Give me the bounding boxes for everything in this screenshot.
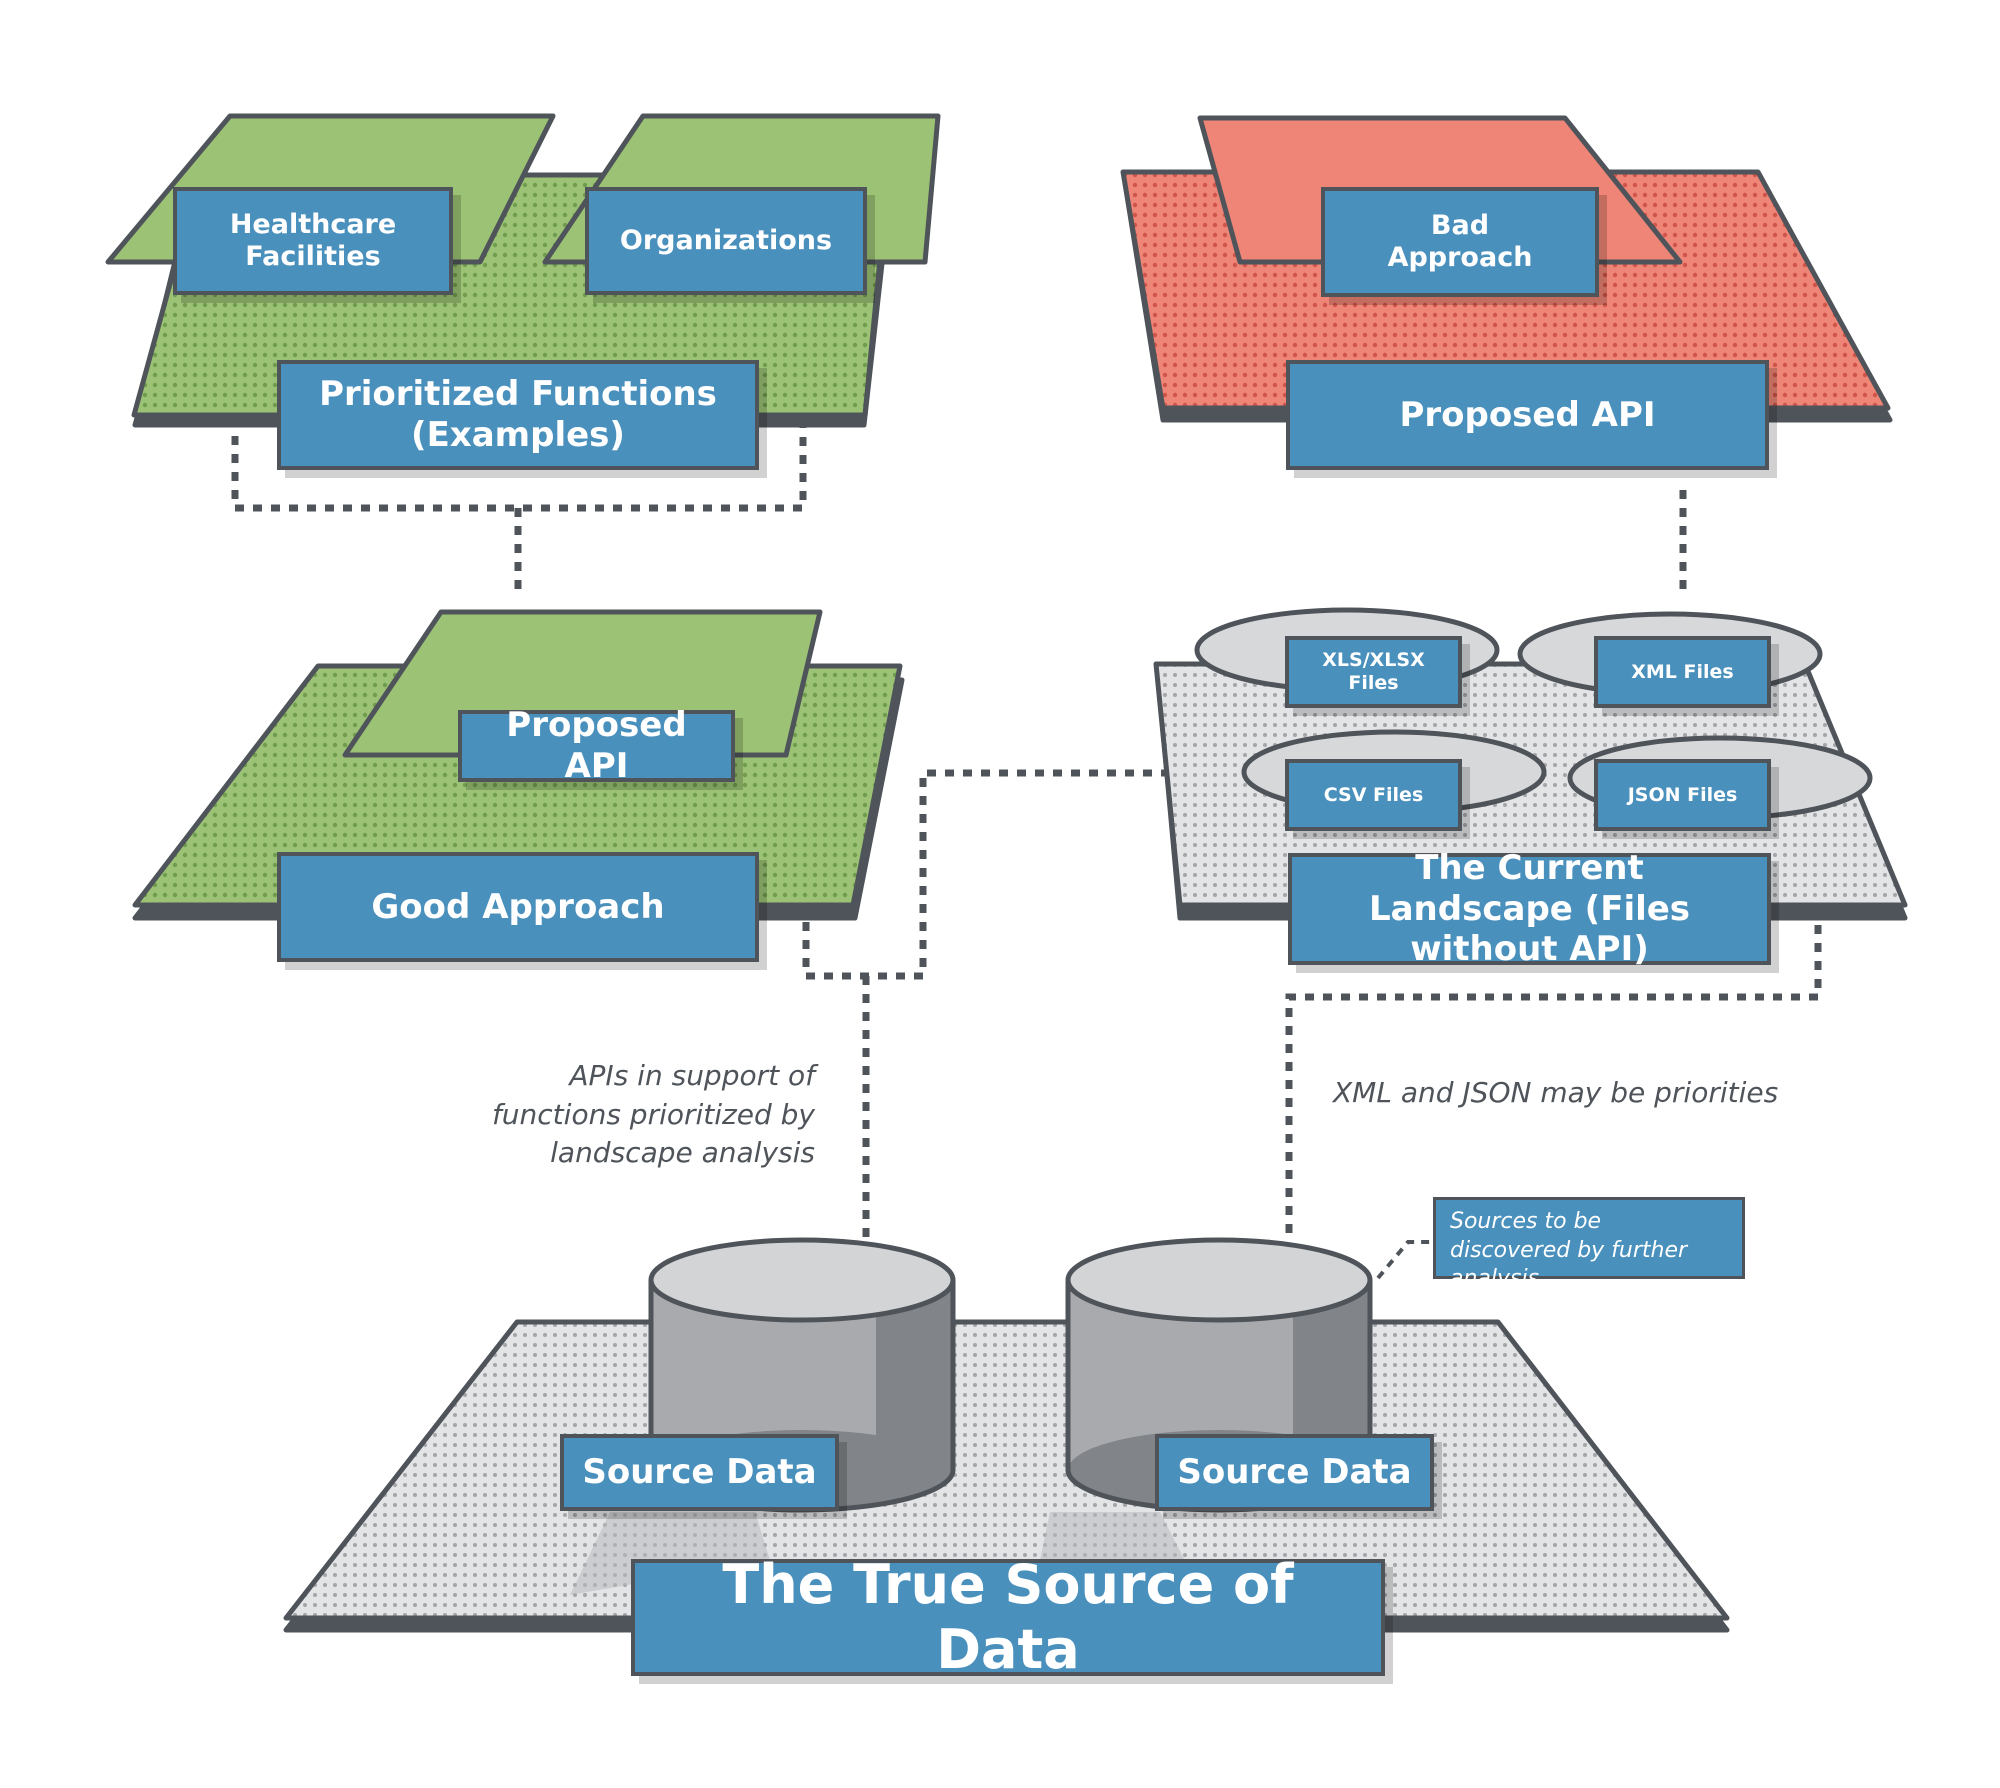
label-source-data-right: Source Data [1155, 1434, 1434, 1511]
label-source-data-left: Source Data [560, 1434, 839, 1511]
label-proposed-api-top: Proposed API [1286, 360, 1769, 470]
connector-callout [1376, 1240, 1433, 1280]
label-csv-files: CSV Files [1285, 759, 1462, 831]
label-xml-files: XML Files [1594, 636, 1771, 708]
label-json-files: JSON Files [1594, 759, 1771, 831]
title-true-source-of-data: The True Source of Data [631, 1553, 1385, 1681]
label-healthcare-facilities: Healthcare Facilities [173, 187, 453, 295]
label-xls-files: XLS/XLSX Files [1285, 636, 1462, 708]
connector-landscape-to-source [1285, 853, 1822, 1238]
note-xml-json-priorities: XML and JSON may be priorities [1333, 1076, 1779, 1109]
label-proposed-api-middle: Proposed API [458, 705, 735, 786]
label-prioritized-functions: Prioritized Functions (Examples) [277, 360, 759, 470]
note-apis-support: APIs in support of functions prioritized… [491, 1059, 815, 1170]
label-good-approach: Good Approach [277, 852, 759, 962]
callout-sources-discovered: Sources to be discovered by further anal… [1433, 1197, 1745, 1291]
bottom-plane-group [283, 1237, 1730, 1633]
label-bad-approach: Bad Approach [1321, 187, 1599, 297]
label-current-landscape: The Current Landscape (Files without API… [1288, 848, 1771, 969]
label-organizations: Organizations [585, 187, 867, 295]
